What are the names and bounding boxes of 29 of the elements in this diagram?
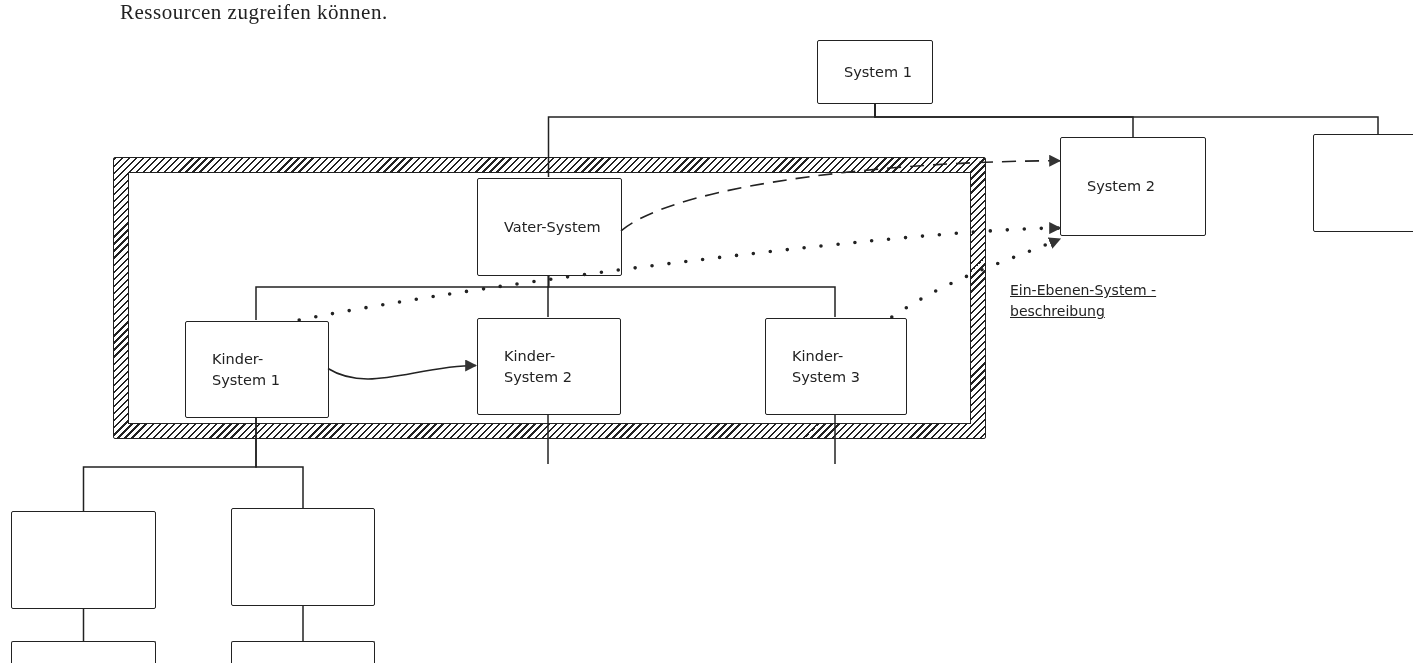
connector-line <box>302 605 304 642</box>
arrow <box>327 359 478 380</box>
system-box <box>477 178 622 276</box>
system-box <box>185 321 329 418</box>
box-label: Kinder-System 3 <box>792 347 861 387</box>
frame-label: Ein-Ebenen-System - beschreibung <box>1010 281 1158 321</box>
connector-line <box>82 608 85 642</box>
connector-line <box>834 413 836 465</box>
system-box <box>1060 137 1206 236</box>
arrow <box>890 237 1062 319</box>
connector-line <box>255 416 304 509</box>
box-label: Vater-System <box>504 217 602 237</box>
box-label: Kinder-System 2 <box>504 347 573 387</box>
empty-box <box>11 511 156 609</box>
arrow <box>620 154 1062 232</box>
empty-box <box>231 508 375 606</box>
connector-line <box>547 413 549 465</box>
system-box <box>817 40 933 104</box>
hatched-frame <box>113 157 986 439</box>
arrow <box>297 222 1062 322</box>
box-label: Kinder-System 1 <box>212 350 281 390</box>
system-box <box>477 318 621 415</box>
body-text: Ressourcen zugreifen können. <box>120 0 388 25</box>
empty-box <box>1313 134 1413 232</box>
connector-line <box>547 274 836 318</box>
box-label: System 2 <box>1087 177 1156 197</box>
box-label: System 1 <box>844 62 913 82</box>
system-box <box>765 318 907 415</box>
connector-line <box>874 103 1379 135</box>
